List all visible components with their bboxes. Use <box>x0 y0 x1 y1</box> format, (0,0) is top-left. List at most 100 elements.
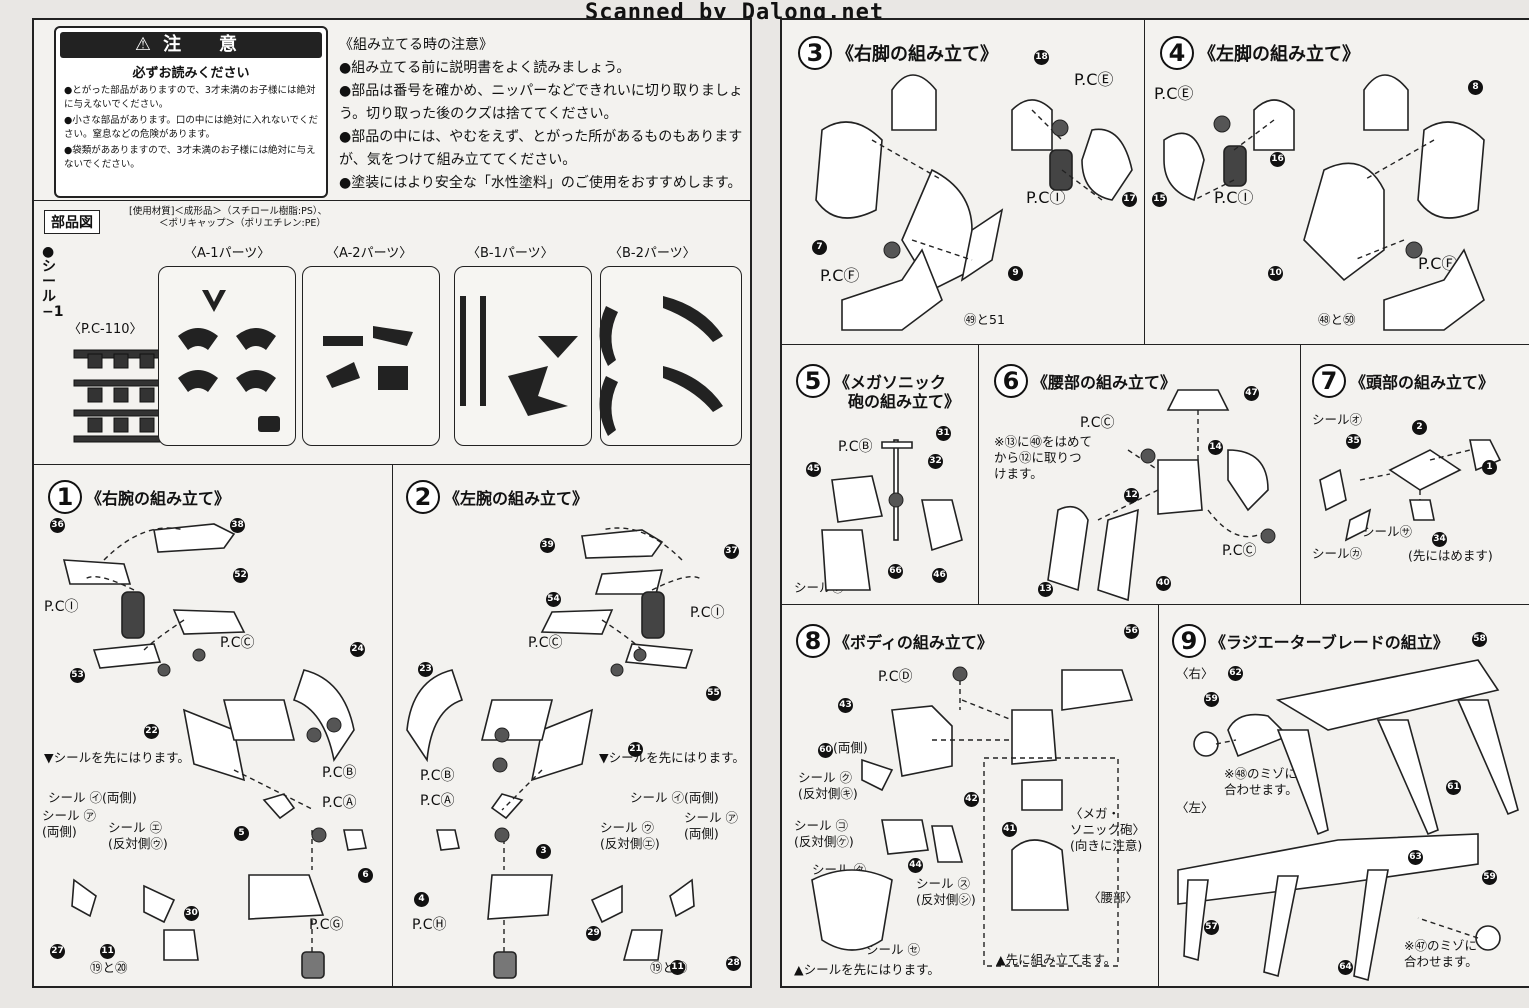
step-5-diagram <box>821 439 963 591</box>
step-7-diagram <box>1319 439 1502 542</box>
part-number: 57 <box>1204 920 1219 935</box>
part-number: 45 <box>806 462 821 477</box>
pc-i-label: P.CⒾ <box>1214 188 1254 207</box>
part-number: 42 <box>964 792 979 807</box>
runner-title-b2: 〈B-2パーツ〉 <box>609 246 696 261</box>
seal-a-label: シール ㋐ (両側) <box>684 810 738 841</box>
caution-subtitle: 必ずお読みください <box>132 66 250 81</box>
part-number: 28 <box>726 956 741 971</box>
divider <box>782 344 1529 345</box>
part-number: 8 <box>1468 80 1483 95</box>
step-7-title: 7《頭部の組み立て》 <box>1312 364 1494 398</box>
parts-48-50: ㊽と㊿ <box>1318 312 1356 327</box>
divider <box>978 344 979 604</box>
pc-d-label: P.CⒹ <box>878 669 913 685</box>
part-number: 34 <box>1432 532 1447 547</box>
pc-b-label: P.CⒷ <box>420 768 455 784</box>
part-number: 27 <box>50 944 65 959</box>
seal-sa-label: シール㋚ <box>1362 524 1413 539</box>
step-9-title: 9《ラジエーターブレードの組立》 <box>1172 624 1449 658</box>
part-number: 29 <box>586 926 601 941</box>
seal-i-label: シール ㋑(両側) <box>630 790 719 805</box>
runner-title-a1: 〈A-1パーツ〉 <box>184 246 271 261</box>
seal-sheet-label: ●シール−1 <box>42 244 64 320</box>
pc-e-label: P.CⒺ <box>1074 70 1114 89</box>
part-number: 17 <box>1122 192 1137 207</box>
part-number: 13 <box>1038 582 1053 597</box>
part-number: 52 <box>233 568 248 583</box>
caution-item: ●とがった部品がありますので、3才未満のお子様には絶対に与えないでください。 <box>64 85 316 110</box>
left-page: ⚠注 意 必ずお読みください ●とがった部品がありますので、3才未満のお子様には… <box>32 18 752 988</box>
runner-b1 <box>454 266 592 446</box>
pc-c-label: P.CⒸ <box>528 635 563 651</box>
step-6-note: ※⑬に㊵をはめて から⑫に取りつ けます。 <box>994 434 1092 481</box>
pc-b-label: P.CⒷ <box>322 765 357 781</box>
right-side-label: 〈右〉 <box>1176 666 1214 681</box>
part-number: 16 <box>1270 152 1285 167</box>
part-60-both: 60(両側) <box>818 740 868 758</box>
seal-first-note-8: ▲シールを先にはります。 <box>794 962 940 977</box>
pc-b-label: P.CⒷ <box>838 439 873 455</box>
notes-item: ●部品は番号を確かめ、ニッパーなどできれいに切り取りましょう。切り取った後のクズ… <box>339 83 743 122</box>
materials-note: [使用材質]＜成形品＞（スチロール樹脂:PS）、 ＜ポリキャップ＞（ポリエチレン… <box>129 206 328 229</box>
caution-item: ●袋類があありますので、3才未満のお子様には絶対に与えないでください。 <box>64 145 316 170</box>
caution-item: ●小さな部品があります。口の中には絶対に入れないでください。窒息などの危険があり… <box>64 115 319 140</box>
pc-c-label: P.CⒸ <box>220 635 255 651</box>
step-6-diagram <box>1047 389 1276 602</box>
part-number: 15 <box>1152 192 1167 207</box>
notes-item: ●部品の中には、やむをえず、とがった所があるものもありますが、気をつけて組み立て… <box>339 129 743 168</box>
divider <box>1158 604 1159 986</box>
notes-item: ●組み立てる前に説明書をよく読みましょう。 <box>339 60 631 76</box>
caution-box: ⚠注 意 必ずお読みください ●とがった部品がありますので、3才未満のお子様には… <box>54 26 328 198</box>
part-number: 5 <box>234 826 249 841</box>
pc-f-label: P.CⒻ <box>820 266 860 285</box>
divider <box>34 200 750 201</box>
part-number: 38 <box>230 518 245 533</box>
seal-o-label: シール㋔ <box>1312 412 1363 427</box>
step-8-diagram <box>811 666 1134 967</box>
part-number: 59 <box>1204 692 1219 707</box>
runner-b2 <box>600 266 742 446</box>
part-number: 63 <box>1408 850 1423 865</box>
part-number: 53 <box>70 668 85 683</box>
seal-i-label: シール ㋑(両側) <box>48 790 137 805</box>
pc-c-label: P.CⒸ <box>1222 543 1257 559</box>
part-number: 14 <box>1208 440 1223 455</box>
part-number: 2 <box>1412 420 1427 435</box>
seal-se-label: シール ㋝ <box>866 942 920 957</box>
seal-e-label: シール ㋓ (反対側㋒) <box>108 820 168 851</box>
seal-ka-label: シール㋕ <box>1312 546 1363 561</box>
part-number: 22 <box>144 724 159 739</box>
part-number: 37 <box>724 544 739 559</box>
pc-c-label: P.CⒸ <box>1080 415 1115 431</box>
step-4-diagram <box>1163 74 1485 331</box>
pc-g-label: P.CⒼ <box>309 917 344 933</box>
part-number: 10 <box>1268 266 1283 281</box>
divider <box>782 604 1529 605</box>
step-3-title: 3《右脚の組み立て》 <box>798 36 998 70</box>
parts-49-51: ㊾と51 <box>964 312 1005 327</box>
pc-i-label: P.CⒾ <box>1026 188 1066 207</box>
divider <box>1300 344 1301 604</box>
part-number: 64 <box>1338 960 1353 975</box>
part-number: 11 <box>100 944 115 959</box>
notes-item: ●塗装にはより安全な「水性塗料」のご使用をおすすめします。 <box>339 175 742 191</box>
notes-title: 《組み立てる時の注意》 <box>339 37 493 53</box>
step-3-diagram <box>815 74 1133 331</box>
pc-e-label: P.CⒺ <box>1154 84 1194 103</box>
runner-parts-art <box>178 290 723 436</box>
step-1-title: 1《右腕の組み立て》 <box>48 480 230 514</box>
part-number: 46 <box>932 568 947 583</box>
part-number: 58 <box>1472 632 1487 647</box>
step-8-title: 8《ボディの組み立て》 <box>796 624 993 658</box>
mega-sonic-label: 〈メガ・ ソニック砲〉 (向きに注意) <box>1070 806 1146 853</box>
part-number: 36 <box>50 518 65 533</box>
part-number: 62 <box>1228 666 1243 681</box>
part-number: 30 <box>184 906 199 921</box>
part-number: 18 <box>1034 50 1049 65</box>
part-number: 24 <box>350 642 365 657</box>
caution-title: ⚠注 意 <box>60 32 322 58</box>
polycap-label: 〈P.C-110〉 <box>68 322 143 337</box>
step-9-diagram <box>1177 659 1519 982</box>
seal-first-note: ▼シールを先にはります。 <box>44 750 190 765</box>
